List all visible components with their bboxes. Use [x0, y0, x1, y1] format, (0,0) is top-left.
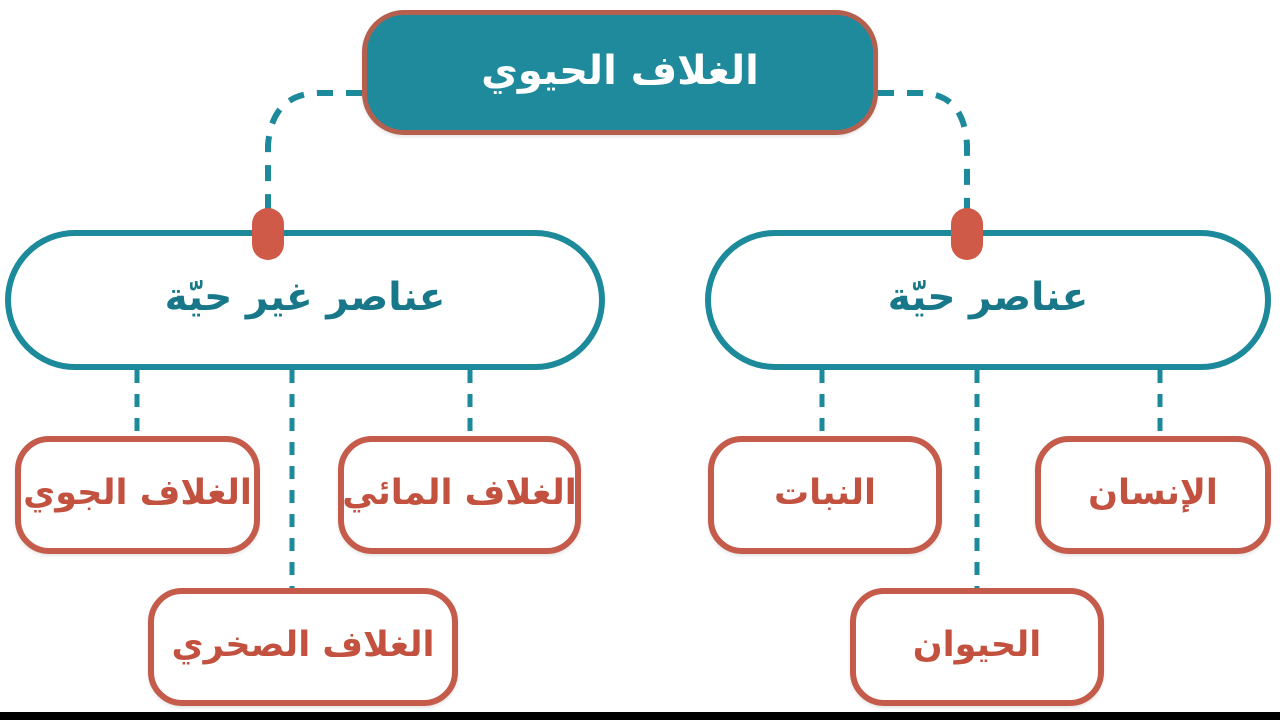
node-leaf-human-label: الإنسان — [1088, 472, 1218, 513]
node-branch-non-living-label: عناصر غير حيّة — [164, 274, 446, 320]
node-leaf-plant[interactable]: النبات — [708, 436, 942, 554]
node-root-label: الغلاف الحيوي — [481, 47, 759, 94]
node-leaf-atmosphere[interactable]: الغلاف الجوي — [15, 436, 260, 554]
edge-root-to-non-living — [265, 90, 362, 224]
node-branch-living-label: عناصر حيّة — [887, 274, 1089, 320]
node-branch-living[interactable]: عناصر حيّة — [705, 230, 1271, 370]
node-leaf-animal[interactable]: الحيوان — [850, 588, 1104, 706]
node-leaf-hydrosphere[interactable]: الغلاف المائي — [338, 436, 581, 554]
node-leaf-lithosphere-label: الغلاف الصخري — [171, 624, 435, 665]
node-branch-non-living[interactable]: عناصر غير حيّة — [5, 230, 605, 370]
connector-pill-living — [951, 208, 983, 260]
connector-pill-non-living — [252, 208, 284, 260]
node-root-biosphere[interactable]: الغلاف الحيوي — [362, 10, 878, 135]
node-leaf-lithosphere[interactable]: الغلاف الصخري — [148, 588, 458, 706]
node-leaf-hydrosphere-label: الغلاف المائي — [342, 472, 577, 513]
node-leaf-atmosphere-label: الغلاف الجوي — [23, 472, 252, 513]
bottom-bar — [0, 712, 1280, 720]
node-leaf-animal-label: الحيوان — [912, 624, 1042, 665]
edge-root-to-living — [878, 90, 970, 224]
node-leaf-plant-label: النبات — [773, 472, 877, 513]
node-leaf-human[interactable]: الإنسان — [1035, 436, 1271, 554]
